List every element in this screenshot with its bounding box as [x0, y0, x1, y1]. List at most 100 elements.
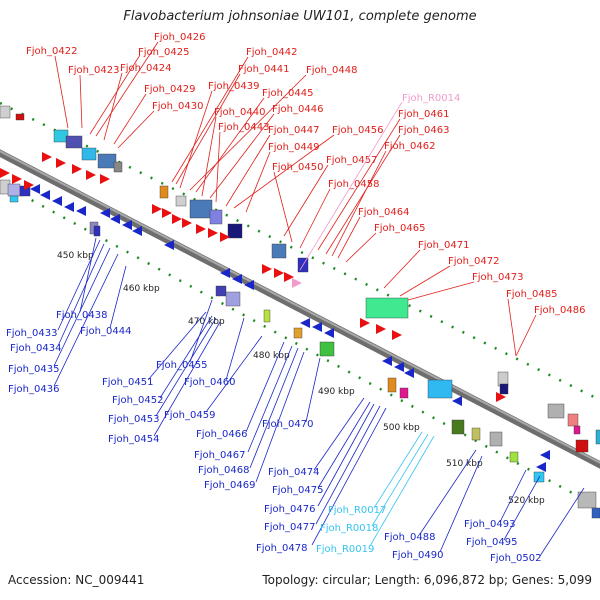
- kbp-tick-label: 520 kbp: [508, 496, 545, 506]
- gene-arrow: [52, 196, 62, 206]
- forward-gene-leader: [399, 265, 451, 297]
- gene-arrow: [72, 164, 82, 174]
- reverse-gene-label: Fjoh_0475: [272, 485, 323, 496]
- forward-rna-leader: [299, 101, 403, 271]
- forward-gene-label: Fjoh_0439: [208, 81, 259, 92]
- reverse-gene-label: Fjoh_0451: [102, 377, 153, 388]
- reverse-gene-label: Fjoh_0477: [264, 522, 315, 533]
- reverse-gene-leader: [247, 345, 293, 453]
- gene-feature: [293, 327, 303, 339]
- gene-arrow: [110, 214, 120, 224]
- gene-arrow: [42, 152, 52, 162]
- gene-feature: [97, 153, 117, 169]
- gene-feature: [489, 431, 503, 447]
- forward-gene-leader: [273, 171, 293, 243]
- reverse-rna-leader: [369, 435, 435, 547]
- gene-feature: [215, 285, 227, 297]
- reverse-gene-leader: [53, 253, 119, 387]
- gene-arrow: [40, 190, 50, 200]
- forward-gene-leader: [345, 232, 377, 263]
- forward-gene-leader: [54, 55, 69, 129]
- forward-gene-label: Fjoh_0430: [152, 101, 203, 112]
- forward-gene-leader: [215, 131, 221, 203]
- gene-feature: [225, 291, 241, 307]
- gene-arrow: [76, 206, 86, 216]
- reverse-rna-label: Fjoh_R0018: [320, 523, 378, 534]
- backbone-highlight: [0, 150, 600, 464]
- reverse-gene-label: Fjoh_0474: [268, 467, 319, 478]
- reverse-gene-label: Fjoh_0435: [8, 364, 59, 375]
- kbp-tick-label: 480 kbp: [253, 351, 290, 361]
- forward-gene-leader: [515, 314, 537, 357]
- forward-gene-leader: [337, 216, 361, 259]
- forward-gene-label: Fjoh_0443: [218, 122, 269, 133]
- reverse-gene-label: Fjoh_0433: [6, 328, 57, 339]
- gene-feature: [387, 377, 397, 393]
- forward-gene-label: Fjoh_0450: [272, 162, 323, 173]
- gene-arrow: [392, 330, 402, 340]
- kbp-tick-label: 470 kbp: [188, 317, 225, 327]
- reverse-rna-label: Fjoh_R0019: [316, 544, 374, 555]
- gene-feature: [451, 419, 465, 435]
- reverse-gene-leader: [315, 405, 381, 525]
- gene-arrow: [220, 268, 230, 278]
- reverse-gene-label: Fjoh_0488: [384, 532, 435, 543]
- gene-feature: [591, 507, 600, 519]
- gene-arrow: [382, 356, 392, 366]
- forward-gene-label: Fjoh_0447: [268, 125, 319, 136]
- gene-arrow: [86, 170, 96, 180]
- forward-gene-leader: [89, 54, 141, 135]
- forward-gene-label: Fjoh_0462: [384, 141, 435, 152]
- gene-arrow: [232, 274, 242, 284]
- reverse-gene-label: Fjoh_0467: [194, 450, 245, 461]
- forward-gene-leader: [117, 110, 155, 149]
- gene-feature: [113, 161, 123, 173]
- reverse-gene-label: Fjoh_0493: [464, 519, 515, 530]
- gene-feature: [567, 413, 579, 427]
- forward-gene-leader: [209, 113, 275, 199]
- gene-arrow: [208, 228, 218, 238]
- gene-arrow: [312, 322, 322, 332]
- reverse-gene-label: Fjoh_0453: [108, 414, 159, 425]
- gene-arrow: [284, 272, 294, 282]
- reverse-gene-leader: [159, 315, 213, 399]
- forward-gene-label: Fjoh_0440: [214, 107, 265, 118]
- gene-arrow: [220, 232, 230, 242]
- reverse-gene-leader: [225, 317, 245, 381]
- forward-gene-label: Fjoh_0486: [534, 305, 585, 316]
- gene-feature: [509, 451, 519, 463]
- reverse-gene-leader: [305, 357, 321, 423]
- backbone-line: [0, 149, 600, 469]
- gene-feature: [175, 195, 187, 207]
- gene-arrow: [132, 226, 142, 236]
- reverse-gene-label: Fjoh_0454: [108, 434, 159, 445]
- forward-gene-leader: [175, 73, 241, 185]
- gene-feature: [577, 491, 597, 509]
- reverse-gene-label: Fjoh_0502: [490, 553, 541, 564]
- gene-feature: [263, 309, 271, 323]
- gene-arrow: [30, 184, 40, 194]
- gene-feature: [271, 243, 287, 259]
- gene-arrow: [100, 174, 110, 184]
- forward-gene-leader: [331, 150, 387, 257]
- reverse-gene-leader: [109, 265, 127, 329]
- forward-gene-label: Fjoh_0485: [506, 289, 557, 300]
- forward-gene-label: Fjoh_0461: [398, 109, 449, 120]
- forward-gene-leader: [95, 41, 159, 137]
- reverse-gene-leader: [153, 321, 221, 437]
- gene-feature: [427, 379, 453, 399]
- reverse-gene-label: Fjoh_0434: [10, 343, 61, 354]
- kbp-tick-label: 460 kbp: [123, 284, 160, 294]
- reverse-gene-leader: [255, 351, 305, 483]
- gene-arrow: [404, 368, 414, 378]
- gene-feature: [575, 439, 589, 453]
- gene-arrow: [324, 328, 334, 338]
- kbp-tick-label: 510 kbp: [446, 459, 483, 469]
- gene-feature: [0, 105, 11, 119]
- gene-arrow: [12, 174, 22, 184]
- reverse-gene-leader: [313, 397, 365, 471]
- forward-gene-label: Fjoh_0464: [358, 207, 409, 218]
- reverse-gene-label: Fjoh_0459: [164, 410, 215, 421]
- gene-feature: [365, 297, 409, 319]
